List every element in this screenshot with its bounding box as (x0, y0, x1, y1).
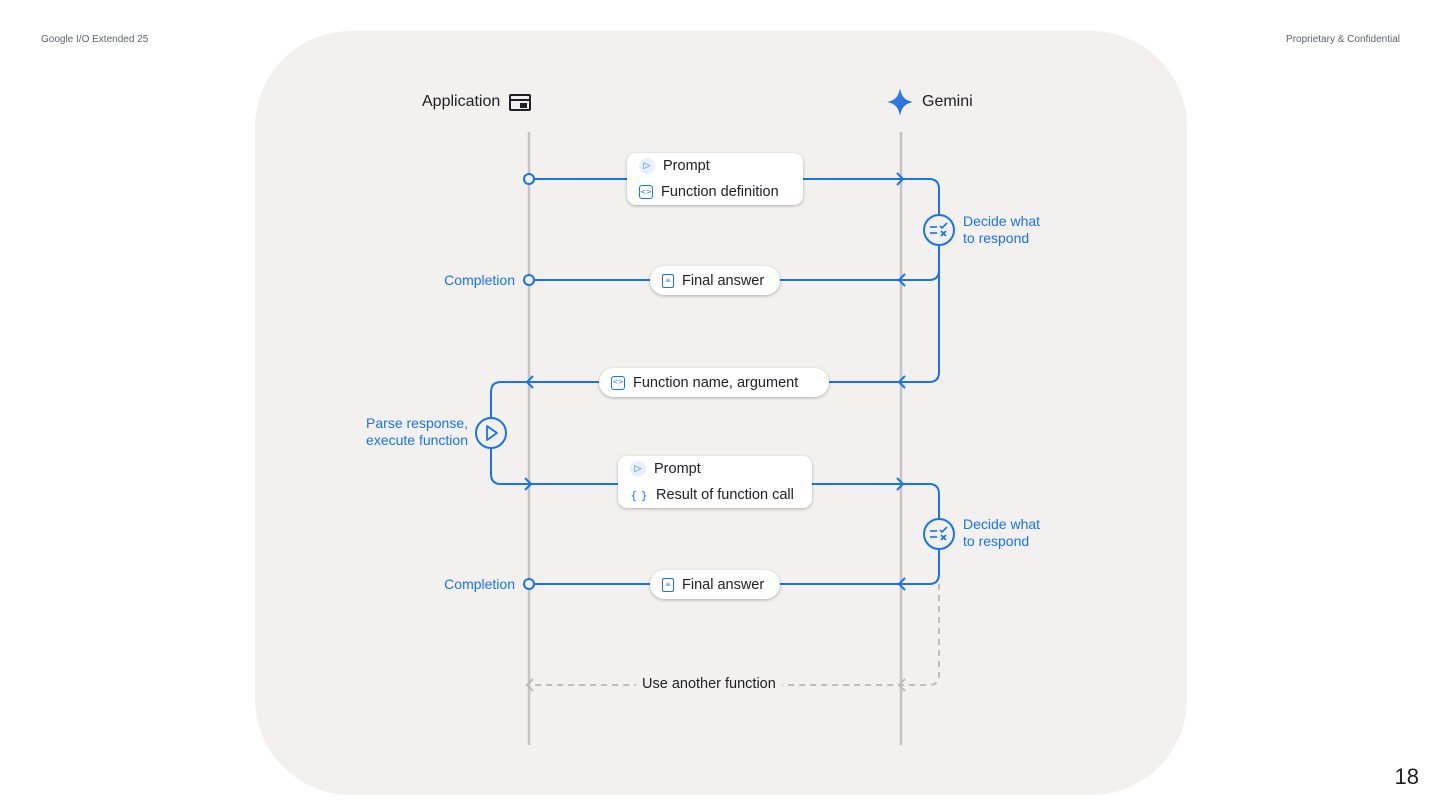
event-name: Google I/O Extended 25 (41, 34, 149, 45)
answer2-pill: ≡ Final answer (650, 570, 780, 599)
code-icon: <> (611, 375, 625, 390)
loop-arrowhead-gemini (897, 678, 906, 692)
loop-arrowhead-app (525, 678, 534, 692)
request2-result: Result of function call (656, 487, 794, 503)
code-icon: <> (639, 185, 653, 199)
answer1-arrowhead (897, 273, 906, 287)
play-icon (475, 417, 507, 449)
application-window-icon (509, 93, 532, 111)
decide-icon (923, 214, 955, 246)
request2-arrowhead-app (524, 477, 533, 491)
request1-prompt: Prompt (663, 158, 710, 174)
answer2-text: Final answer (682, 576, 765, 593)
answer1-end (523, 274, 535, 286)
decide-icon (923, 518, 955, 550)
completion1-label: Completion (444, 272, 515, 288)
send-icon: ▷ (639, 158, 655, 174)
completion2-label: Completion (444, 576, 515, 592)
request1-function-definition: Function definition (661, 184, 779, 200)
decision1-to-call (901, 270, 940, 383)
answer1-text: Final answer (682, 272, 765, 289)
braces-icon: { } (630, 488, 648, 502)
call-text: Function name, argument (633, 374, 799, 391)
application-lane-header: Application (422, 90, 532, 114)
parse-label: Parse response, execute function (366, 415, 468, 448)
document-icon: ≡ (662, 577, 674, 592)
answer2-arrowhead (897, 577, 906, 591)
decide1-label: Decide what to respond (963, 213, 1041, 246)
send-icon: ▷ (630, 461, 646, 477)
gemini-lane-header: Gemini (922, 90, 973, 114)
confidentiality-note: Proprietary & Confidential (1286, 34, 1400, 45)
call-pill: <> Function name, argument (599, 368, 829, 397)
page-number: 18 (1394, 764, 1419, 789)
request1-pill: ▷ Prompt <> Function definition (627, 153, 803, 205)
call-arrowhead-gemini (897, 375, 906, 389)
gemini-sparkle-icon (887, 88, 913, 116)
request2-pill: ▷ Prompt { } Result of function call (618, 456, 812, 508)
request1-start (523, 173, 535, 185)
another-function-loop (529, 584, 940, 686)
answer2-end (523, 578, 535, 590)
loop-label: Use another function (636, 676, 782, 692)
answer1-pill: ≡ Final answer (650, 266, 780, 295)
document-icon: ≡ (662, 273, 674, 288)
decide2-label: Decide what to respond (963, 516, 1041, 549)
request2-prompt: Prompt (654, 461, 701, 477)
gemini-label: Gemini (922, 93, 973, 110)
application-label: Application (422, 93, 501, 110)
